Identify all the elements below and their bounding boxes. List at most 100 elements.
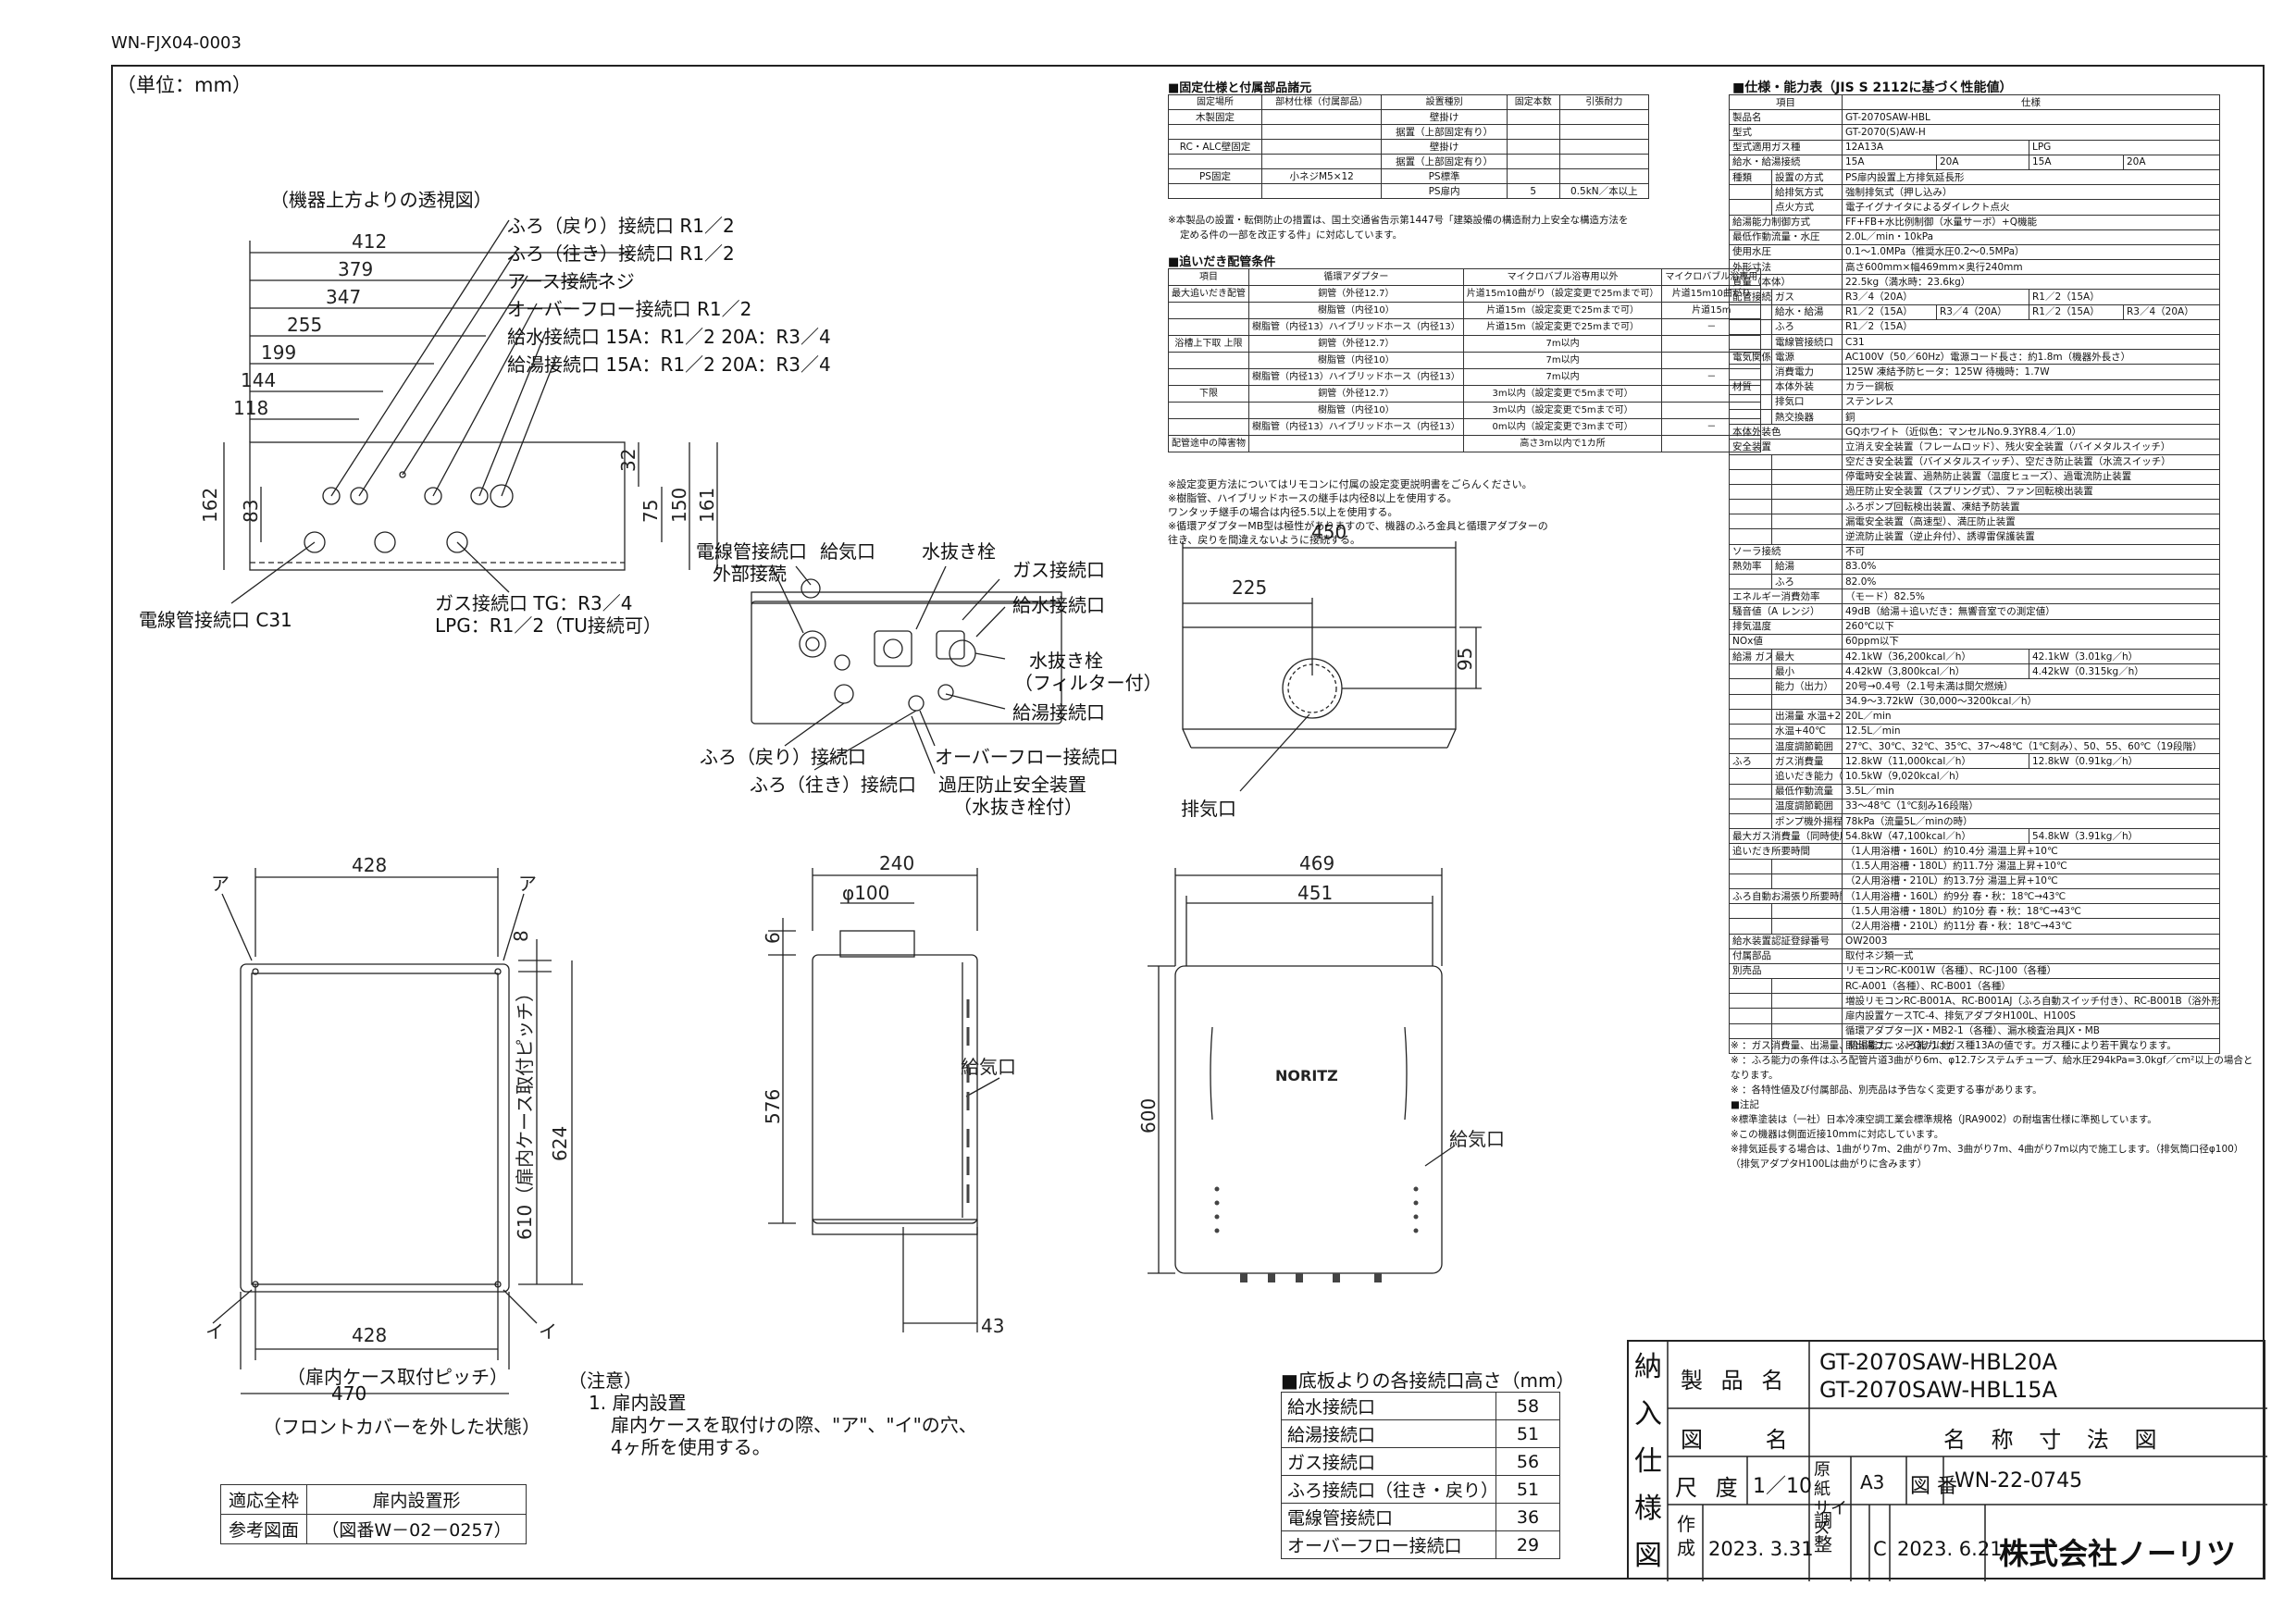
notes-line-3: 4ヶ所を使用する。 [611, 1436, 771, 1458]
case-dim-8: 8 [510, 930, 532, 942]
product-name-1: GT-2070SAW-HBL20A [1819, 1349, 2057, 1375]
spec-cell: ふろ [1729, 753, 1772, 770]
height-label: ふろ接続口（往き・戻り） [1281, 1475, 1498, 1504]
spec-row: 空だき安全装置（バイメタルスイッチ）、空だき防止装置（水流スイッチ） [1729, 453, 2220, 470]
spec-row: ふろ自動お湯張り所要時間（1人用浴槽・160L）約9分 春・秋：18℃→43℃ [1729, 887, 2220, 905]
spec-cell [1729, 318, 1772, 336]
spec-cell: 空だき安全装置（バイメタルスイッチ）、空だき防止装置（水流スイッチ） [1842, 453, 2220, 470]
piping-footnote: ※循環アダプターMB型は極性がありますので、機器のふろ金具と循環アダプターの [1168, 520, 1548, 532]
dim-83: 83 [240, 500, 262, 523]
fixing-cell [1168, 154, 1262, 169]
spec-row: 扉内設置ケースTC-4、排気アダプタH100L、H100S [1729, 1008, 2220, 1024]
piping-cell: 樹脂管（内径13）ハイブリッドホース（内径13） [1248, 418, 1464, 436]
spec-cell: 本体外装 [1771, 378, 1843, 395]
spec-cell [1771, 978, 1843, 995]
piping-footnote: ※樹脂管、ハイブリッドホースの継手は内径8以上を使用する。 [1168, 492, 1458, 504]
spec-cell: 60ppm以下 [1842, 633, 2220, 650]
piping-cell: 片道15m10曲がり（設定変更で25mまで可） [1462, 285, 1663, 303]
spec-cell: 設置の方式 [1771, 168, 1843, 186]
spec-cell [1729, 768, 1772, 785]
spec-cell [1729, 184, 1772, 201]
piping-row: 下限銅管（外径12.7）3m以内（設定変更で5mまで可） [1168, 385, 1762, 403]
piping-cell: マイクロバブル浴専用以外 [1462, 268, 1663, 286]
spec-cell: 停電時安全装置、過熱防止装置（温度ヒューズ）、過電流防止装置 [1842, 468, 2220, 485]
spec-footnote: ※標準塗装は（一社）日本冷凍空調工業会標準規格（JRA9002）の耐塩害仕様に準… [1731, 1114, 2157, 1125]
spec-row: 能力（出力）20号→0.4号（2.1号未満は間欠燃焼） [1729, 678, 2220, 695]
spec-cell: （1.5人用浴槽・180L）約11.7分 湯温上昇+10℃ [1842, 858, 2220, 874]
fixing-footnote-2: 定める件の一部を改正する件」に対応しています。 [1180, 229, 1403, 241]
spec-cell: ガス消費量 [1771, 753, 1843, 770]
piping-row: 樹脂管（内径10）片道15m（設定変更で25mまで可）片道15m [1168, 302, 1762, 319]
piping-row: 樹脂管（内径10）7m以内 [1168, 352, 1762, 369]
spec-row: 騒音値（A レンジ）49dB（給湯＋追いだき：無響音室での測定値） [1729, 603, 2220, 620]
spec-cell: ガス [1771, 289, 1843, 305]
spec-footnote: ※この機器は側面近接10mmに対応しています。 [1731, 1129, 1944, 1140]
dim-32: 32 [617, 449, 639, 472]
piping-cell: 銅管（外径12.7） [1248, 285, 1464, 303]
spec-row: 付属部品取付ネジ類一式 [1729, 948, 2220, 964]
spec-footnote: ※ ：各特性値及び付属部品、別売品は予告なく変更する事があります。 [1731, 1084, 2042, 1096]
spec-cell: 12.5L／min [1842, 723, 2220, 740]
spec-cell [1729, 678, 1772, 695]
spec-cell: 騒音値（A レンジ） [1729, 603, 1843, 620]
scale-value: 1／10 [1753, 1475, 1812, 1498]
fixing-cell: 設置種別 [1381, 94, 1508, 110]
piping-cell: 樹脂管（内径13）ハイブリッドホース（内径13） [1248, 318, 1464, 336]
spec-cell: エネルギー消費効率 [1729, 588, 1843, 605]
product-label: 製 品 名 [1681, 1368, 1790, 1394]
corner-a-left: ア [211, 873, 230, 895]
label-water: 給水接続口 [1012, 594, 1105, 616]
spec-cell: 15A [2029, 154, 2124, 170]
spec-row: （2人用浴槽・210L）約11分 春・秋：18℃→43℃ [1729, 918, 2220, 935]
spec-cell: 種類 [1729, 168, 1772, 186]
side-dim-240: 240 [879, 852, 914, 874]
label-water-supply: 給水接続口 15A：R1／2 20A：R3／4 [507, 326, 831, 348]
spec-cell: 出湯量 水温+25℃ [1771, 708, 1843, 725]
piping-cell [1168, 318, 1249, 336]
bottom-view-drawing [731, 565, 1062, 774]
piping-cell: 配管途中の障害物 [1168, 435, 1249, 452]
spec-cell: リモコンRC-K001W（各種）、RC-J100（各種） [1842, 962, 2220, 980]
spec-cell: （1人用浴槽・160L）約10.4分 湯温上昇+10℃ [1842, 843, 2220, 860]
spec-cell [1729, 393, 1772, 410]
fixing-cell: 部材仕様（付属部品） [1260, 94, 1383, 110]
cover-note: （フロントカバーを外した状態） [263, 1416, 540, 1438]
piping-cell: 浴槽上下取 上限 [1168, 335, 1249, 353]
spec-cell: 安全装置 [1729, 439, 1843, 455]
spec-cell: 電源 [1771, 349, 1843, 365]
spec-row: ポンプ機外揚程50／60Hz共通78kPa（流量5L／minの時） [1729, 812, 2220, 830]
front-dim-469: 469 [1299, 852, 1334, 874]
paper-size: A3 [1860, 1471, 1885, 1493]
dim-199: 199 [261, 341, 296, 364]
drawing-frame [111, 65, 2265, 1580]
fixing-cell: PS標準 [1381, 168, 1508, 184]
front-air-inlet: 給気口 [1449, 1128, 1505, 1150]
spec-cell [1771, 993, 1843, 1010]
spec-cell: 12.8kW（0.91kg／h） [2029, 753, 2220, 770]
top-view-drawing: 412 379 347 255 199 144 118 162 83 32 75… [199, 219, 718, 604]
doc-code: WN-FJX04-0003 [111, 33, 242, 53]
title-block: 納入仕様図 製 品 名 GT-2070SAW-HBL20A GT-2070SAW… [1627, 1340, 2267, 1581]
piping-cell: 樹脂管（内径10） [1248, 352, 1464, 369]
piping-table: 項目循環アダプターマイクロバブル浴専用以外マイクロバブル浴専用最大追いだき配管銅… [1168, 268, 1762, 452]
piping-footnote: ワンタッチ継手の場合は内径5.5以上を使用する。 [1168, 506, 1398, 518]
spec-cell: 漏電安全装置（高速型）、満圧防止装置 [1842, 514, 2220, 530]
spec-cell: 追いだき所要時間 [1729, 843, 1843, 860]
spec-cell: GT-2070SAW-HBL [1842, 109, 2220, 126]
piping-cell [1248, 435, 1464, 452]
spec-cell: 熱効率 [1729, 558, 1772, 576]
spec-cell: 排気口 [1771, 393, 1843, 410]
spec-cell [1729, 514, 1772, 530]
fixing-row: RC・ALC壁固定壁掛け [1168, 139, 1650, 155]
spec-cell [1729, 708, 1772, 725]
fixing-cell [1260, 109, 1383, 125]
piping-cell: 片道15m（設定変更で25mまで可） [1462, 318, 1663, 336]
dim-450: 450 [1311, 521, 1347, 543]
spec-cell: R1／2（15A） [2029, 304, 2124, 320]
spec-cell: 強制排気式（押し込み） [1842, 184, 2220, 201]
front-case-drawing: 428 8 624 610（扉内ケース取付ピッチ） 428 ア ア イ イ [205, 854, 583, 1369]
